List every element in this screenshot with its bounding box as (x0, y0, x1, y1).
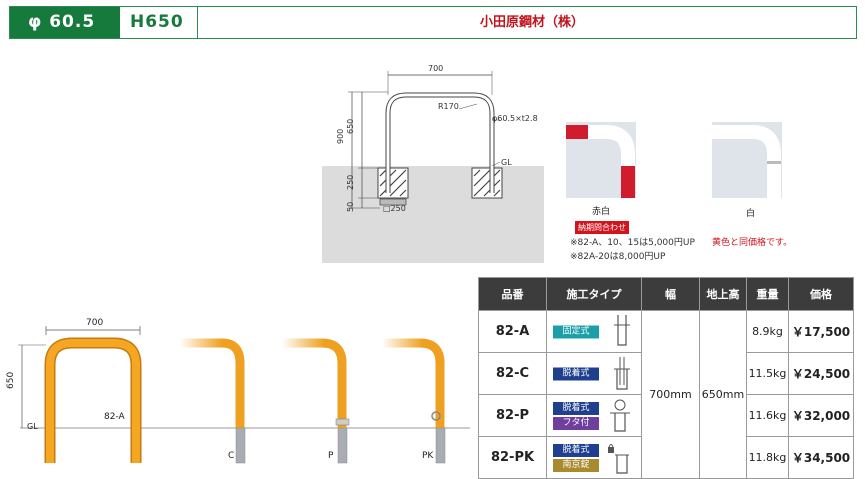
footing-left (377, 167, 409, 199)
swatch-label-red-white: 赤白 (592, 207, 611, 217)
technical-drawing (322, 71, 544, 263)
bottom-gl: GL (27, 422, 38, 431)
header-bar: φ 60.5 H650 小田原鋼材（株） (9, 6, 857, 39)
maker-name: 小田原鋼材（株） (480, 15, 585, 30)
row-type: 脱着式 フタ付 (546, 394, 642, 437)
row-price: ￥17,500 (788, 310, 854, 353)
install-removable-icon (614, 356, 630, 390)
col-header-type: 施工タイプ (546, 277, 642, 311)
bollard-pk (382, 338, 445, 428)
dim-pipe: φ60.5×t2.8 (492, 114, 538, 123)
dim-base: 50 (346, 201, 355, 212)
tag-removable: 脱着式 (553, 443, 599, 457)
swatch-label-white: 白 (746, 209, 756, 219)
install-fixed-icon (614, 314, 630, 346)
dim-total-height: 900 (336, 128, 345, 144)
swatch-red-white (566, 122, 636, 198)
tag-fixed: 固定式 (553, 325, 599, 338)
col-header-price: 価格 (788, 277, 854, 311)
table-row: 82-P 脱着式 フタ付 11.6kg ￥32,000 (478, 394, 854, 437)
label-pk: PK (422, 451, 434, 461)
row-code: 82-A (478, 310, 547, 353)
bottom-dim-width: 700 (86, 318, 104, 328)
tag-cap: フタ付 (553, 416, 599, 430)
table-row: 82-PK 脱着式 南京錠 11.8kg ￥34,500 (478, 436, 854, 479)
label-c: C (228, 451, 235, 461)
bollard-p (282, 338, 347, 428)
row-type: 固定式 (546, 310, 642, 353)
footing-right (471, 167, 503, 199)
dim-embed: 250 (346, 174, 355, 190)
col-header-weight: 重量 (746, 277, 789, 311)
row-code: 82-C (478, 352, 547, 395)
col-header-height: 地上高 (699, 277, 747, 311)
row-weight: 11.5kg (746, 352, 789, 395)
table-row: 82-A 固定式 700mm 650mm 8.9kg ￥17,500 (478, 310, 854, 479)
row-price: ￥24,500 (788, 352, 854, 395)
swatch-white (712, 122, 782, 198)
ground-area (322, 166, 544, 263)
product-illustration (18, 326, 470, 464)
cell-height-value: 650mm (699, 310, 747, 479)
col-header-code: 品番 (478, 277, 547, 311)
height-label: H650 (120, 7, 198, 38)
install-padlock-icon (608, 443, 629, 474)
row-code: 82-P (478, 394, 547, 437)
dim-gl: GL (501, 158, 512, 167)
row-price: ￥32,000 (788, 394, 854, 437)
tag-removable: 脱着式 (553, 367, 599, 380)
note-yellow-price: 黄色と同価格です。 (712, 238, 793, 248)
diameter-label: φ 60.5 (10, 7, 120, 38)
cell-width-value: 700mm (641, 310, 700, 479)
install-cap-icon (610, 399, 630, 432)
spec-table: 品番 施工タイプ 幅 地上高 重量 価格 82-A 固定式 700mm 650m… (478, 277, 854, 479)
dim-footing: □250 (383, 204, 406, 213)
dim-above-ground: 650 (346, 118, 355, 134)
lead-time-badge: 納期問合わせ (575, 221, 629, 234)
note-2: ※82A-20は8,000円UP (570, 252, 666, 262)
note-1: ※82-A、10、15は5,000円UP (570, 238, 695, 248)
row-weight: 11.6kg (746, 394, 789, 437)
row-type: 脱着式 南京錠 (546, 436, 642, 479)
bollard-c (180, 338, 245, 428)
tag-removable: 脱着式 (553, 401, 599, 415)
row-weight: 8.9kg (746, 310, 789, 353)
row-weight: 11.8kg (746, 436, 789, 479)
table-row: 82-C 脱着式 11.5kg ￥24,500 (478, 352, 854, 395)
dim-radius: R170 (438, 102, 459, 111)
tag-padlock: 南京錠 (553, 458, 599, 472)
bottom-dim-height: 650 (6, 371, 16, 389)
bollard-82a (44, 337, 142, 463)
label-p: P (328, 451, 334, 461)
row-code: 82-PK (478, 436, 547, 479)
col-header-width: 幅 (641, 277, 700, 311)
row-type: 脱着式 (546, 352, 642, 395)
row-price: ￥34,500 (788, 436, 854, 479)
table-header-row: 品番 施工タイプ 幅 地上高 重量 価格 (478, 277, 854, 311)
label-82a: 82-A (104, 412, 125, 422)
dim-width: 700 (428, 64, 444, 73)
